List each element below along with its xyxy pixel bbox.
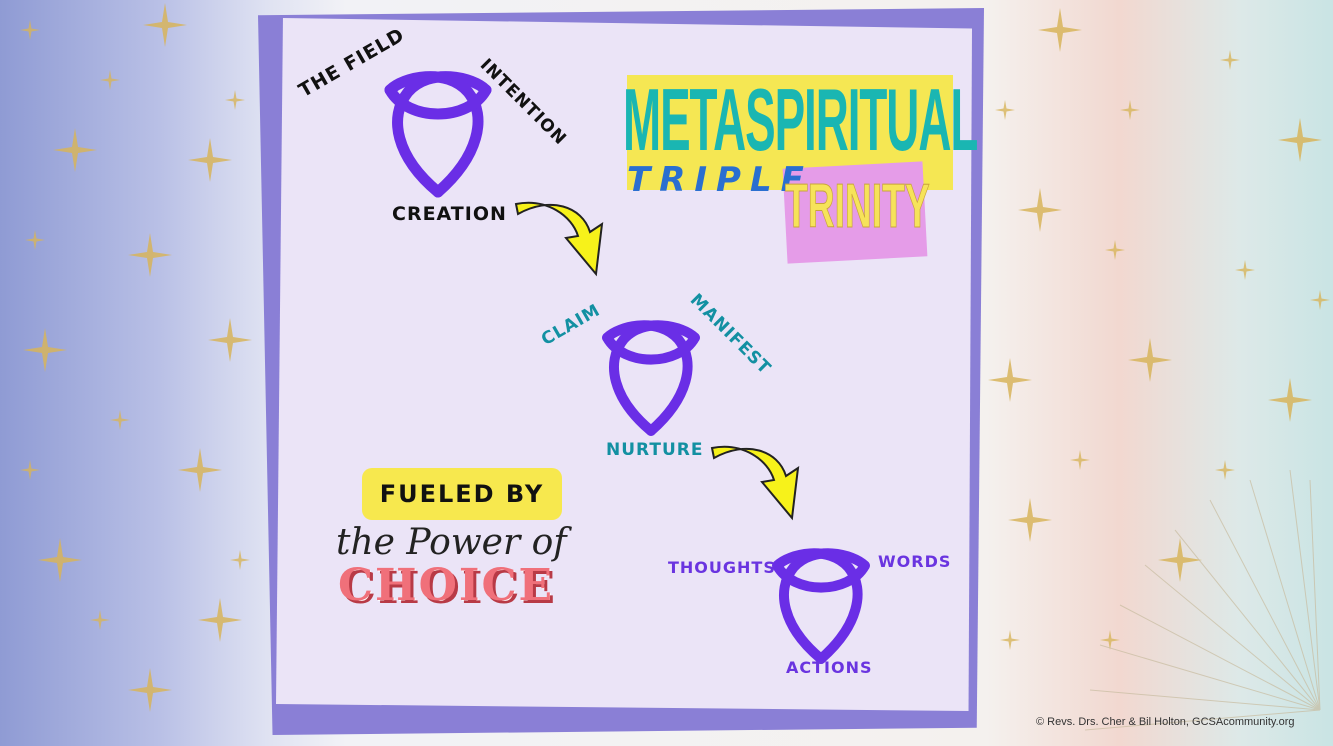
title-metaspiritual: METASPIRITUAL xyxy=(623,72,978,167)
curved-arrow-icon xyxy=(710,445,800,521)
copyright-notice: © Revs. Drs. Cher & Bil Holton, GCSAcomm… xyxy=(1036,716,1295,728)
trinity3-left-label: THOUGHTS xyxy=(668,558,776,577)
power-of-script: the Power of xyxy=(336,522,567,563)
triquetra-knot-icon xyxy=(384,71,492,198)
title-trinity: TRINITY xyxy=(785,172,930,242)
triquetra-knot-icon xyxy=(772,548,870,664)
curved-arrow-icon xyxy=(514,201,604,277)
trinity1-bottom-label: CREATION xyxy=(392,203,507,225)
title-triple: TRIPLE xyxy=(627,160,813,200)
trinity3-right-label: WORDS xyxy=(878,552,952,571)
sunburst-lines xyxy=(1084,469,1321,731)
fueled-by-badge: FUELED BY xyxy=(362,468,562,520)
choice-text: CHOICE xyxy=(338,560,555,611)
trinity3-bottom-label: ACTIONS xyxy=(786,658,873,677)
triquetra-knot-icon xyxy=(602,320,700,436)
trinity2-bottom-label: NURTURE xyxy=(606,440,704,460)
